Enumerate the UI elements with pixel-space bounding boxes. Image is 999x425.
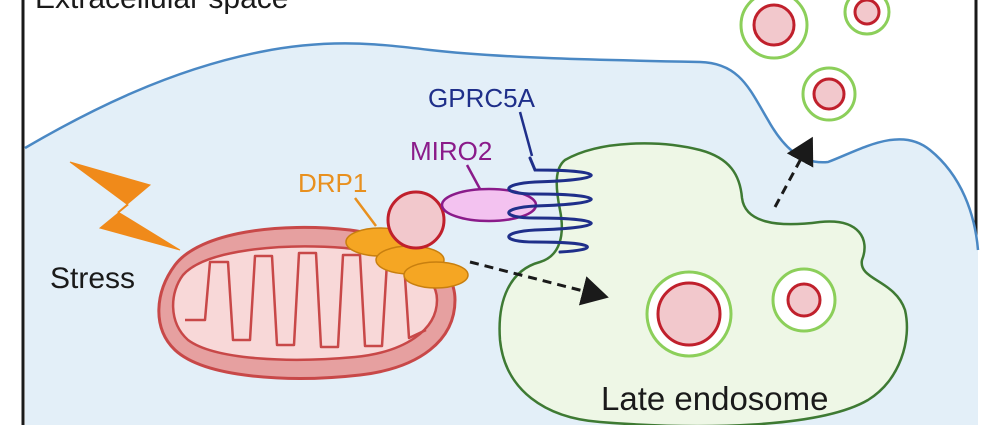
miro2-label: MIRO2 [410, 136, 492, 166]
exosome-top-left [739, 0, 809, 60]
figure-frame [21, 0, 978, 425]
intraluminal-vesicle-small [771, 267, 837, 333]
drp1-label: DRP1 [298, 168, 367, 198]
cell-membrane [24, 42, 980, 251]
transport-arrow [469, 260, 609, 306]
gprc5a-leader-line [518, 111, 534, 157]
stress-label: Stress [50, 262, 135, 295]
miro2-leader-line [465, 164, 482, 190]
gprc5a-receptor [507, 156, 593, 254]
intraluminal-vesicle-large [645, 270, 733, 358]
exosome-top-right [843, 0, 891, 36]
drp1-leader-line [354, 197, 377, 227]
late-endosome-label: Late endosome [601, 380, 829, 417]
mitochondrial-vesicle [386, 190, 446, 250]
exosome-middle [801, 66, 857, 122]
gprc5a-label: GPRC5A [428, 83, 536, 113]
secretion-arrow [773, 136, 814, 208]
stress-bolt-icon [69, 161, 181, 251]
extracellular-space-label: Extracellular space [35, 0, 288, 15]
